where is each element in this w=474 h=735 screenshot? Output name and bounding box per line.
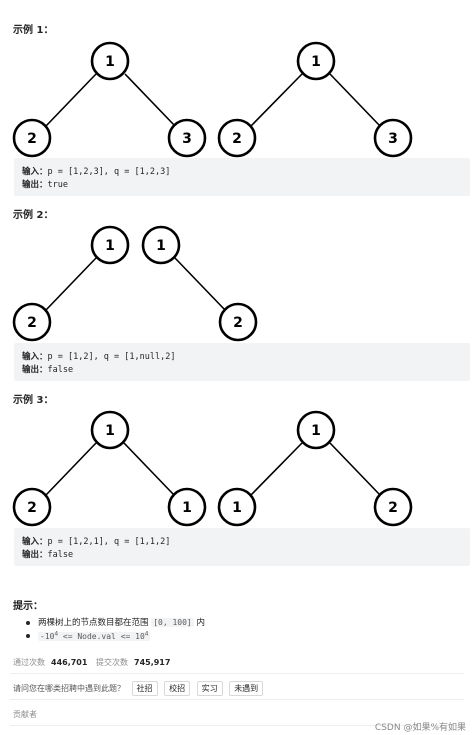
node-value: 1 [311, 423, 321, 439]
example-2-right-tree: 1 2 [141, 225, 258, 342]
example-3-title: 示例 3： [13, 395, 54, 406]
node-value: 2 [27, 315, 37, 331]
input-label: 输入： [22, 352, 48, 362]
tree-node [167, 118, 207, 158]
node-value: 3 [388, 131, 398, 147]
tree-node [296, 410, 336, 450]
example-2-title: 示例 2： [13, 210, 54, 221]
example-2-trees: 1 2 1 2 [12, 225, 258, 342]
bullet-icon [26, 620, 30, 625]
node-value: 1 [105, 238, 115, 254]
bullet-icon [26, 634, 30, 639]
tag-not-encountered[interactable]: 未遇到 [229, 681, 264, 696]
accepted-value: 446,701 [51, 658, 88, 667]
hint-item-range: 两棵树上的节点数目都在范围 [0, 100] 内 [26, 616, 205, 628]
example-3-right-tree: 1 1 2 [217, 410, 413, 527]
tree-node [12, 487, 52, 527]
example-3-code: 输入：p = [1,2,1], q = [1,1,2] 输出：false [14, 528, 470, 566]
tree-node [167, 487, 207, 527]
output-label: 输出： [22, 365, 48, 375]
tree-edge [45, 442, 97, 496]
tag-campus-recruit[interactable]: 校招 [164, 681, 191, 696]
hint-code: -104 <= Node.val <= 104 [38, 630, 151, 641]
node-value: 2 [27, 131, 37, 147]
watermark: CSDN @如果%有如果 [374, 723, 466, 733]
tree-node [373, 118, 413, 158]
tree-edge [123, 442, 175, 496]
tree-node [90, 225, 130, 265]
submissions-stat: 提交次数 745,917 [96, 657, 170, 668]
example-1-left-tree: 1 2 3 [12, 41, 207, 158]
tag-internship[interactable]: 实习 [196, 681, 223, 696]
input-value: p = [1,2,3], q = [1,2,3] [47, 167, 171, 177]
accepted-label: 通过次数 [13, 658, 45, 667]
tree-edge [329, 442, 381, 496]
tree-node [12, 302, 52, 342]
example-2-left-tree: 1 2 [12, 225, 130, 342]
node-value: 2 [27, 500, 37, 516]
tree-edge [174, 257, 226, 311]
output-value: false [47, 550, 74, 560]
hint-text: 内 [196, 618, 205, 628]
tree-edge [45, 257, 97, 311]
accepted-stat: 通过次数 446,701 [13, 657, 87, 668]
output-label: 输出： [22, 550, 48, 560]
tree-edge [329, 73, 381, 127]
output-value: true [47, 180, 68, 190]
example-3-left-tree: 1 2 1 [12, 410, 207, 527]
tree-node [217, 118, 257, 158]
submissions-value: 745,917 [134, 658, 171, 667]
node-value: 1 [232, 500, 242, 516]
input-value: p = [1,2,1], q = [1,1,2] [47, 537, 171, 547]
node-value: 2 [233, 315, 243, 331]
example-3-trees: 1 2 1 1 1 2 [12, 410, 413, 527]
node-value: 3 [182, 131, 192, 147]
tree-node [217, 487, 257, 527]
submissions-label: 提交次数 [96, 658, 128, 667]
hints-title: 提示： [13, 601, 43, 612]
node-value: 1 [105, 423, 115, 439]
tree-edge [250, 73, 303, 127]
example-2-code: 输入：p = [1,2], q = [1,null,2] 输出：false [14, 343, 470, 381]
tree-node [12, 118, 52, 158]
tree-edge [45, 73, 97, 127]
output-value: false [47, 365, 74, 375]
input-label: 输入： [22, 537, 48, 547]
divider [10, 725, 464, 726]
hint-text: 两棵树上的节点数目都在范围 [38, 618, 149, 628]
contributors-label[interactable]: 贡献者 [13, 710, 37, 719]
node-value: 1 [156, 238, 166, 254]
tree-node [141, 225, 181, 265]
input-value: p = [1,2], q = [1,null,2] [47, 352, 176, 362]
output-label: 输出： [22, 180, 48, 190]
tree-node [90, 41, 130, 81]
hint-item-value-range: -104 <= Node.val <= 104 [26, 630, 151, 642]
node-value: 2 [232, 131, 242, 147]
node-value: 1 [311, 54, 321, 70]
tree-node [373, 487, 413, 527]
node-value: 1 [182, 500, 192, 516]
input-label: 输入： [22, 167, 48, 177]
example-1-trees: 1 2 3 1 2 3 [12, 41, 413, 158]
hint-code: [0, 100] [151, 618, 194, 627]
node-value: 1 [105, 54, 115, 70]
divider [10, 699, 464, 700]
tree-node [90, 410, 130, 450]
node-value: 2 [388, 500, 398, 516]
tree-node [296, 41, 336, 81]
survey-row: 请问您在哪类招聘中遇到此题？ 社招 校招 实习 未遇到 [13, 681, 264, 696]
tree-edge [250, 442, 303, 496]
survey-question: 请问您在哪类招聘中遇到此题？ [13, 684, 125, 693]
tree-edge [124, 73, 176, 127]
divider [10, 673, 464, 674]
tree-node [218, 302, 258, 342]
example-1-title: 示例 1： [13, 25, 54, 36]
tag-social-recruit[interactable]: 社招 [131, 681, 158, 696]
example-1-code: 输入：p = [1,2,3], q = [1,2,3] 输出：true [14, 158, 470, 196]
example-1-right-tree: 1 2 3 [217, 41, 413, 158]
